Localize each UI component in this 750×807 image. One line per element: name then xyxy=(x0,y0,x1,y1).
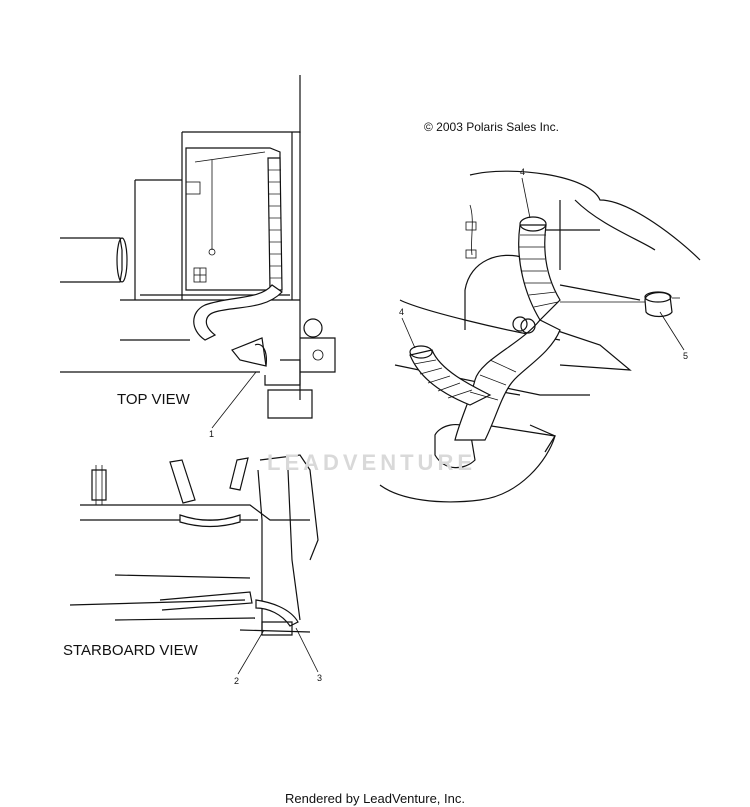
watermark-text: LEADVENTURE xyxy=(267,450,477,475)
perspective-view-drawing xyxy=(379,170,701,503)
callout-4-left: 4 xyxy=(399,307,405,317)
top-view-label: TOP VIEW xyxy=(117,391,190,408)
callout-1: 1 xyxy=(209,429,215,439)
callout-4-top: 4 xyxy=(520,167,526,177)
starboard-view-label: STARBOARD VIEW xyxy=(63,642,198,659)
copyright-text: © 2003 Polaris Sales Inc. xyxy=(424,120,559,134)
callout-2: 2 xyxy=(234,676,240,686)
top-view-drawing xyxy=(60,75,336,429)
callout-3: 3 xyxy=(317,673,323,683)
callout-5: 5 xyxy=(683,351,689,361)
starboard-view-drawing xyxy=(69,454,319,675)
footer-credit: Rendered by LeadVenture, Inc. xyxy=(285,791,465,806)
